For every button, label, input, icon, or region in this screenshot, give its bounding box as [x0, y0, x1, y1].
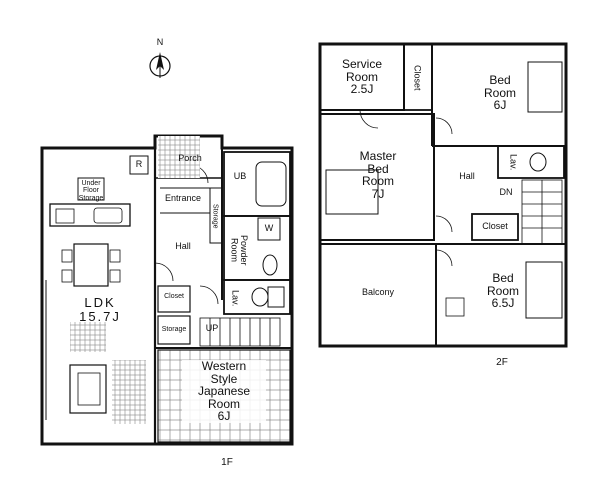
- compass-icon: [149, 52, 171, 78]
- bed-6-label: Bed Room 6J: [483, 73, 516, 113]
- closet-mid-label: Closet: [482, 221, 508, 231]
- under-floor-storage-label: Under Floor Storage: [78, 180, 104, 202]
- floor2-caption: 2F: [496, 357, 508, 368]
- master-bed-label: Master Bed Room 7J: [359, 149, 397, 201]
- western-japanese-room-label: Western Style Japanese Room 6J: [182, 360, 266, 423]
- storage-entrance-label: Storage: [211, 203, 219, 229]
- floor1-caption: 1F: [221, 457, 233, 468]
- room-r-label: R: [135, 159, 143, 169]
- service-room-label: Service Room 2.5J: [341, 57, 382, 97]
- balcony-label: Balcony: [361, 287, 395, 297]
- hall-2f-label: Hall: [459, 171, 475, 181]
- porch-label: Porch: [178, 153, 202, 163]
- floor2-walls: [318, 42, 568, 348]
- lav-2f-label: Lav.: [508, 153, 519, 171]
- storage-stairs-label: Storage: [161, 326, 187, 333]
- up-label: UP: [205, 323, 219, 333]
- closet-1f-label: Closet: [164, 293, 184, 300]
- bed-65-label: Bed Room 6.5J: [486, 271, 519, 311]
- ldk-label: LDK 15.7J: [79, 295, 121, 324]
- ub-label: UB: [233, 171, 247, 181]
- powder-room-label: Powder Room: [229, 234, 249, 266]
- dn-label: DN: [499, 187, 513, 197]
- lav-1f-label: Lav.: [230, 289, 241, 307]
- closet-top-label: Closet: [412, 65, 423, 91]
- w-label: W: [264, 223, 274, 233]
- entrance-label: Entrance: [164, 193, 202, 203]
- hall-1f-label: Hall: [175, 241, 191, 251]
- compass-north-label: N: [156, 37, 164, 47]
- floor1-walls: [40, 134, 294, 446]
